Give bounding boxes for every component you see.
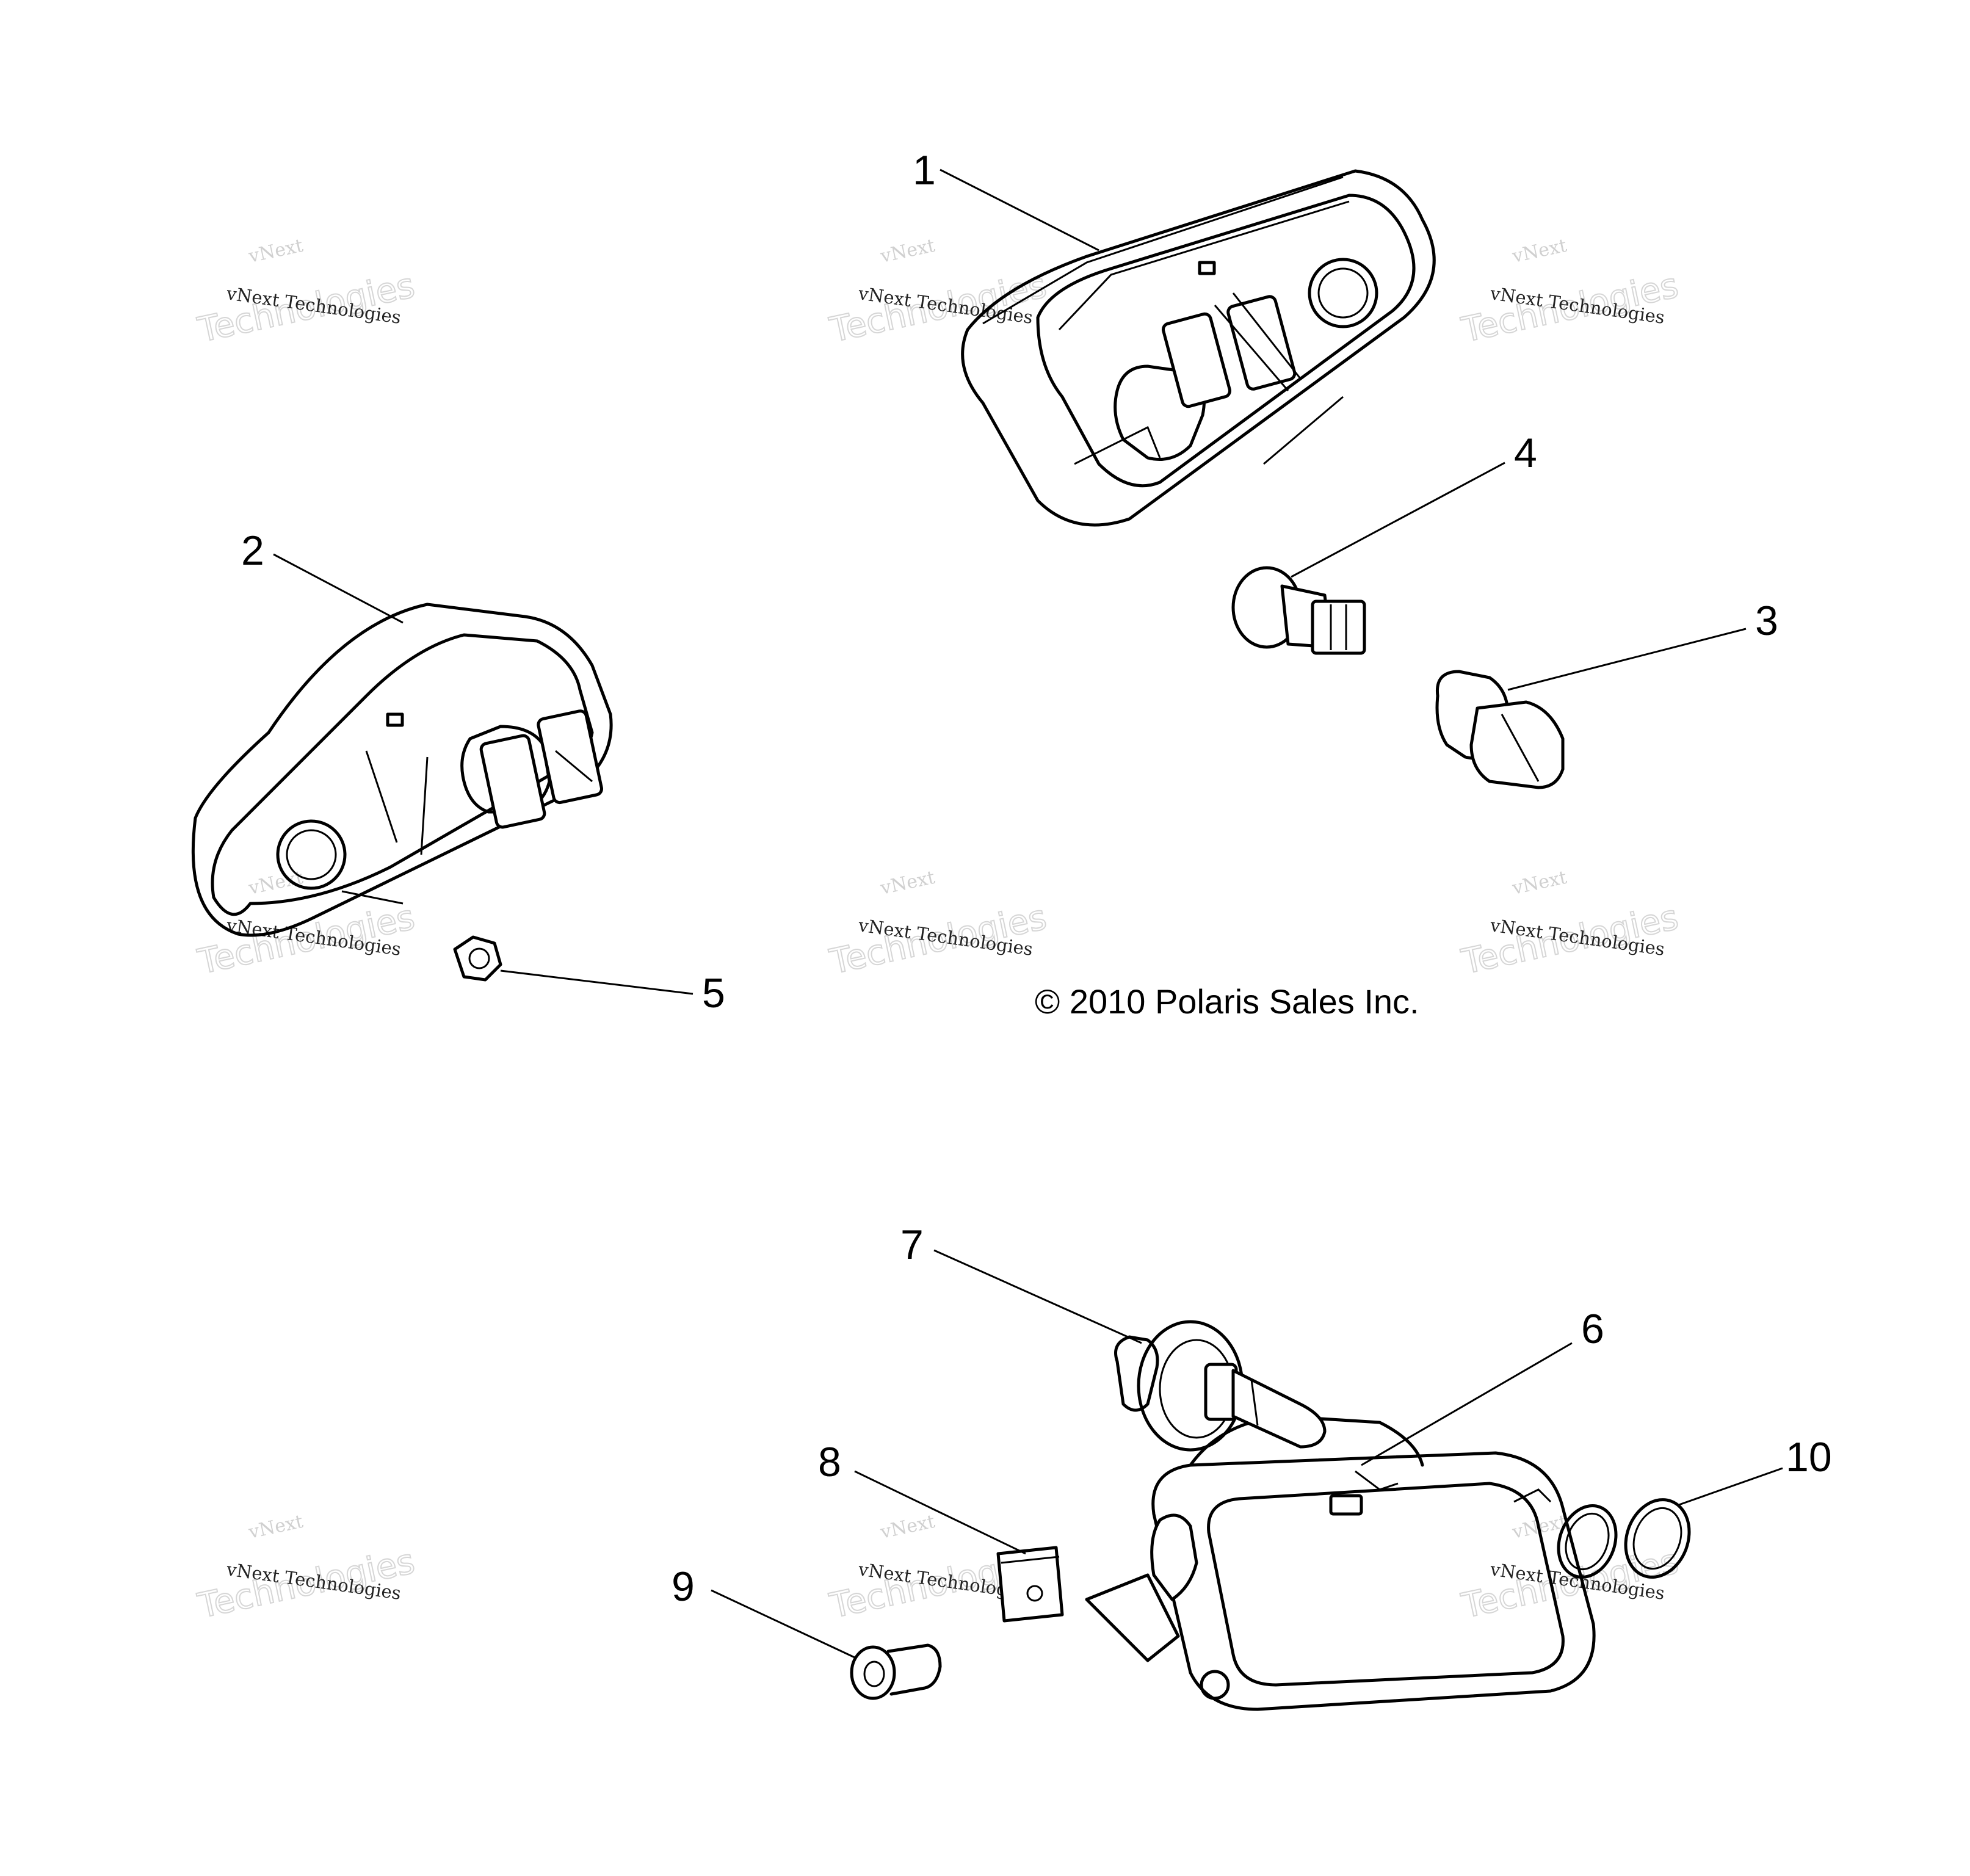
watermark: vNext Technologies vNext Technologies [1457, 235, 1682, 351]
part-9-screw[interactable] [850, 1643, 942, 1700]
copyright-notice: © 2010 Polaris Sales Inc. [1035, 982, 1419, 1021]
callout-2[interactable]: 2 [241, 527, 264, 574]
watermark: vNext Technologies vNext Technologies [194, 1511, 418, 1627]
leader-8 [854, 1470, 1026, 1555]
callout-7[interactable]: 7 [900, 1222, 924, 1268]
callout-4[interactable]: 4 [1514, 430, 1537, 476]
part-2-taillight-housing[interactable] [191, 603, 613, 937]
watermark-brand: vNext [878, 867, 936, 899]
callouts: 1 2 3 4 5 6 7 8 9 10 [241, 147, 1832, 1610]
watermark-brand: vNext [246, 235, 305, 267]
callout-10[interactable]: 10 [1786, 1434, 1832, 1480]
callout-1[interactable]: 1 [913, 147, 936, 194]
leader-1 [940, 168, 1099, 252]
leader-6 [1361, 1342, 1573, 1466]
leader-10 [1678, 1467, 1783, 1506]
part-6-headlight-assembly[interactable] [1085, 1414, 1596, 1711]
leader-9 [711, 1589, 855, 1659]
leader-4 [1291, 462, 1505, 578]
callout-8[interactable]: 8 [818, 1439, 841, 1485]
watermark-group: vNext Technologies vNext Technologies vN… [194, 235, 1682, 1627]
callout-6[interactable]: 6 [1581, 1306, 1604, 1352]
watermark-brand: vNext [878, 235, 936, 267]
part-1-taillight-housing[interactable] [961, 169, 1436, 527]
watermark: vNext Technologies vNext Technologies [194, 235, 418, 351]
leader-5 [500, 969, 693, 995]
part-4-wedge-bulb[interactable] [1231, 566, 1366, 655]
watermark-brand: vNext [878, 1511, 936, 1543]
watermark: vNext Technologies vNext Technologies [1457, 867, 1682, 983]
watermark-brand: vNext [246, 1511, 305, 1543]
callout-5[interactable]: 5 [702, 970, 725, 1016]
watermark: vNext Technologies vNext Technologies [825, 867, 1050, 983]
part-7-headlight-bulb[interactable] [1114, 1320, 1327, 1452]
callout-9[interactable]: 9 [672, 1563, 695, 1610]
part-10-seal-rings[interactable] [1549, 1491, 1700, 1586]
watermark-brand: vNext [1510, 867, 1568, 899]
part-3-bulb-socket[interactable] [1435, 670, 1565, 789]
callout-3[interactable]: 3 [1755, 598, 1778, 644]
leader-2 [273, 553, 404, 624]
part-8-clip[interactable] [996, 1546, 1064, 1623]
watermark-brand: vNext [1510, 235, 1568, 267]
part-5-nut[interactable] [453, 935, 502, 982]
leader-7 [933, 1249, 1142, 1344]
watermark: vNext Technologies vNext Technologies [825, 235, 1050, 351]
leader-3 [1507, 628, 1747, 691]
leader-lines [273, 168, 1783, 1659]
